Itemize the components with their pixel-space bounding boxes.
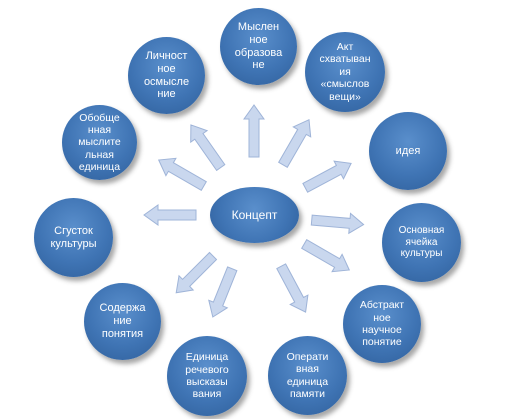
arrow-6 bbox=[208, 266, 238, 318]
node-concept-content: Содержа ние понятия bbox=[84, 283, 161, 360]
node-label: Сгусток культуры bbox=[50, 224, 97, 250]
center-label: Концепт bbox=[231, 208, 278, 222]
node-label: Операти вная единица памяти bbox=[286, 350, 329, 400]
node-label: Мыслен ное образова не bbox=[234, 20, 283, 72]
arrow-10 bbox=[190, 124, 226, 172]
arrow-7 bbox=[175, 251, 218, 294]
arrow-1 bbox=[278, 118, 312, 168]
node-abstract-scientific-concept: Абстракт ное научное понятие bbox=[343, 285, 421, 363]
node-culture-clot: Сгусток культуры bbox=[34, 198, 113, 277]
node-personal-comprehension: Личност ное осмысле ние bbox=[128, 37, 205, 114]
node-label: идея bbox=[395, 144, 421, 157]
node-label: Акт схватыван ия «смыслов вещи» bbox=[319, 41, 371, 103]
node-generalized-mental-unit: Обобще нная мыслите льная единица bbox=[62, 105, 137, 180]
node-idea: идея bbox=[369, 112, 447, 190]
arrow-4 bbox=[301, 239, 351, 273]
node-speech-utterance-unit: Единица речевого высказы вания bbox=[167, 336, 247, 416]
node-label: Основная ячейка культуры bbox=[398, 224, 445, 260]
node-label: Абстракт ное научное понятие bbox=[359, 299, 405, 349]
node-label: Обобще нная мыслите льная единица bbox=[78, 111, 121, 174]
arrow-9 bbox=[157, 157, 207, 191]
node-label: Единица речевого высказы вания bbox=[185, 351, 229, 401]
arrow-5 bbox=[276, 263, 309, 313]
node-act-of-grasping: Акт схватыван ия «смыслов вещи» bbox=[305, 32, 385, 112]
arrow-3 bbox=[310, 212, 365, 235]
center-concept-node: Концепт bbox=[210, 187, 299, 243]
node-core-cell-of-culture: Основная ячейка культуры bbox=[382, 203, 461, 282]
node-operative-memory-unit: Операти вная единица памяти bbox=[268, 336, 347, 415]
arrow-8 bbox=[143, 204, 197, 226]
node-label: Личност ное осмысле ние bbox=[143, 49, 190, 101]
arrow-0 bbox=[243, 104, 265, 158]
arrow-2 bbox=[302, 160, 352, 193]
node-mental-formation: Мыслен ное образова не bbox=[220, 8, 297, 85]
node-label: Содержа ние понятия bbox=[99, 302, 146, 340]
